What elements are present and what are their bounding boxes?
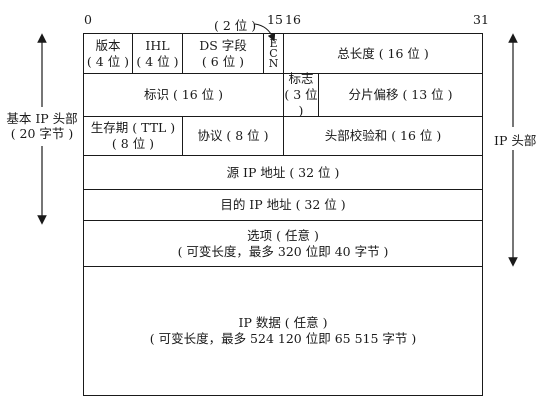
ihl-field: IHL ( 4 位 )	[132, 33, 183, 74]
identification-field: 标识 ( 16 位 )	[83, 73, 284, 117]
ds-bits: ( 6 位 )	[201, 53, 245, 69]
basic-header-label: 基本 IP 头部 ( 20 字节 )	[2, 111, 82, 141]
fragment-offset-field: 分片偏移 ( 13 位 )	[318, 73, 483, 117]
ecn-n: N	[268, 56, 279, 70]
ip-data-title: IP 数据 ( 任意 )	[238, 315, 328, 330]
bit-16-label: 16	[285, 12, 301, 27]
basic-header-line2: ( 20 字节 )	[10, 126, 74, 141]
ecn-e: E	[269, 36, 278, 50]
ds-label: DS 字段	[199, 37, 247, 53]
header-checksum-text: 头部校验和 ( 16 位 )	[324, 128, 442, 143]
options-desc: ( 可变长度，最多 320 位即 40 字节 )	[177, 243, 389, 259]
ecn-pointer-arrow	[254, 23, 276, 42]
ecn-c: C	[269, 46, 278, 60]
destination-address-field: 目的 IP 地址 ( 32 位 )	[83, 189, 483, 221]
destination-address-text: 目的 IP 地址 ( 32 位 )	[220, 197, 346, 212]
bit-31-label: 31	[473, 12, 489, 27]
fragment-offset-text: 分片偏移 ( 13 位 )	[348, 87, 453, 102]
header-checksum-field: 头部校验和 ( 16 位 )	[283, 116, 483, 156]
ihl-bits: ( 4 位 )	[136, 53, 179, 69]
ttl-field: 生存期 ( TTL ) ( 8 位 )	[83, 116, 183, 156]
ip-header-label: IP 头部	[494, 133, 537, 148]
basic-header-line1: 基本 IP 头部	[6, 111, 78, 126]
ihl-label: IHL	[145, 37, 170, 53]
version-label: 版本	[95, 37, 121, 53]
source-address-text: 源 IP 地址 ( 32 位 )	[226, 164, 340, 180]
ip-data-field: IP 数据 ( 任意 ) ( 可变长度，最多 524 120 位即 65 515…	[83, 266, 483, 396]
ttl-bits: ( 8 位 )	[111, 136, 155, 151]
options-title: 选项 ( 任意 )	[247, 227, 319, 243]
options-field: 选项 ( 任意 ) ( 可变长度，最多 320 位即 40 字节 )	[83, 220, 483, 267]
version-field: 版本 ( 4 位 )	[83, 33, 133, 74]
protocol-text: 协议 ( 8 位 )	[197, 128, 269, 143]
bit-0-label: 0	[84, 12, 92, 27]
ecn-width-note: ( 2 位 )	[214, 18, 257, 33]
protocol-field: 协议 ( 8 位 )	[182, 116, 284, 156]
ip-data-desc: ( 可变长度，最多 524 120 位即 65 515 字节 )	[149, 331, 417, 346]
ttl-label: 生存期 ( TTL )	[90, 120, 176, 135]
total-length-text: 总长度 ( 16 位 )	[337, 45, 429, 61]
flags-bits: ( 3 位 )	[284, 87, 318, 118]
flags-label: 标志	[288, 71, 314, 86]
version-bits: ( 4 位 )	[86, 53, 130, 69]
identification-text: 标识 ( 16 位 )	[143, 87, 224, 102]
bit-15-label: 15	[267, 12, 283, 27]
